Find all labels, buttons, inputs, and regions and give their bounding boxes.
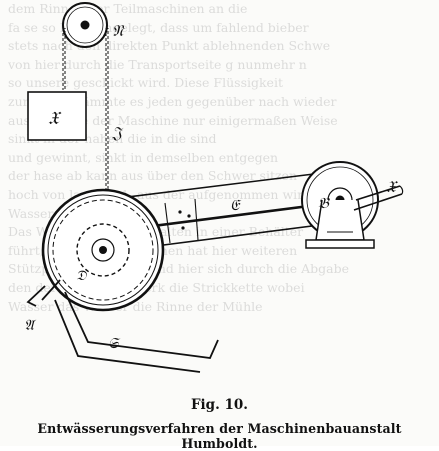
top-pulley — [62, 2, 108, 48]
discharge-trough — [26, 279, 219, 373]
label-weight: 𝔛 — [48, 108, 62, 129]
weight-box — [27, 91, 87, 141]
label-trough: 𝔖 — [108, 334, 121, 352]
chain-to-weight — [62, 28, 66, 90]
figure-number: Fig. 10. — [190, 397, 249, 413]
label-right-end: 𝔛 — [386, 177, 399, 196]
label-hopper: 𝔄 — [24, 316, 37, 334]
figure-caption: Entwässerungsverfahren der Maschinenbaua… — [37, 421, 402, 451]
label-drum: 𝔇 — [76, 268, 88, 284]
label-shaft: 𝔅 — [318, 194, 330, 212]
machine-diagram: 𝔑 𝔛 𝔍 𝔇 𝔈 𝔅 𝔛 𝔄 𝔖 — [24, 2, 404, 373]
label-pulley: 𝔑 — [112, 21, 125, 40]
label-belt: 𝔈 — [230, 196, 242, 214]
drive-pulley-right — [301, 161, 404, 249]
drum-left — [41, 188, 165, 312]
label-chain: 𝔍 — [111, 123, 124, 142]
